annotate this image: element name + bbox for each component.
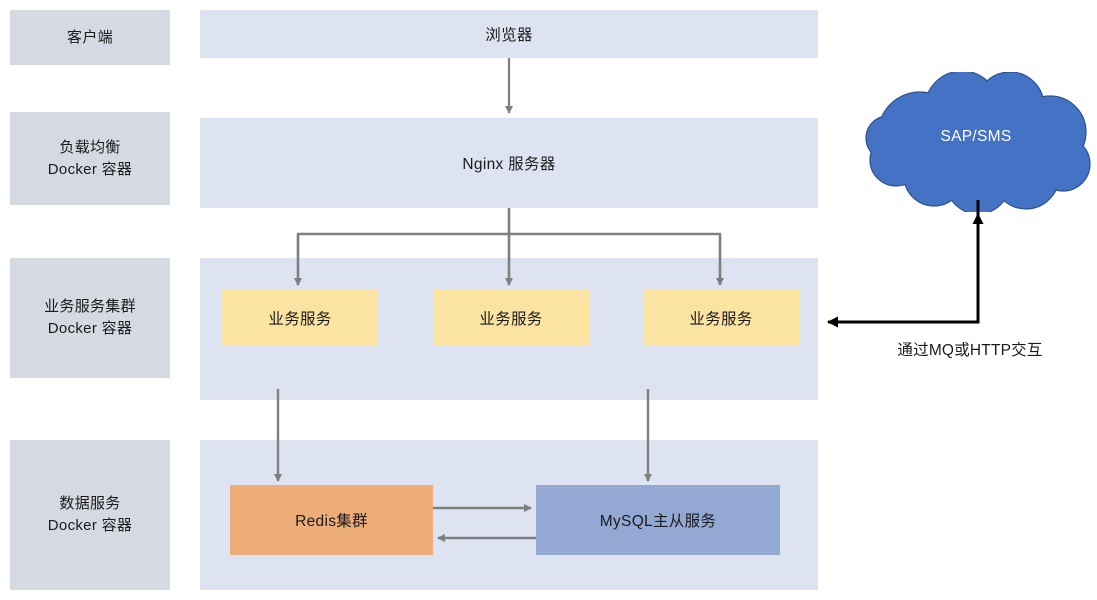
node-mysql-master-slave-label: MySQL主从服务 bbox=[599, 513, 717, 530]
integration-label: 通过MQ或HTTP交互 bbox=[897, 342, 1043, 359]
node-business-service-2-label: 业务服务 bbox=[479, 311, 543, 328]
cloud-shape-sap-sms[interactable] bbox=[858, 70, 1094, 215]
node-mysql-master-slave[interactable]: MySQL主从服务 bbox=[536, 485, 780, 555]
cloud-icon bbox=[865, 70, 1091, 215]
stage-label-data-services-text: 数据服务 Docker 容器 bbox=[47, 495, 133, 534]
stage-label-business-services: 业务服务集群 Docker 容器 bbox=[10, 258, 170, 378]
node-redis-cluster[interactable]: Redis集群 bbox=[230, 485, 433, 555]
node-business-service-1-label: 业务服务 bbox=[268, 311, 332, 328]
cloud-label-sap-sms: SAP/SMS bbox=[940, 128, 1012, 145]
arrow-cloud-to-service-3 bbox=[827, 200, 980, 328]
stage-label-business-services-text: 业务服务集群 Docker 容器 bbox=[44, 298, 136, 337]
stage-label-load-balancer: 负载均衡 Docker 容器 bbox=[10, 112, 170, 205]
stage-label-load-balancer-text: 负载均衡 Docker 容器 bbox=[47, 138, 133, 178]
band-client-title: 浏览器 bbox=[485, 27, 533, 44]
stage-label-client-text: 客户端 bbox=[67, 28, 113, 46]
node-business-service-3[interactable]: 业务服务 bbox=[643, 290, 799, 346]
stage-label-data-services: 数据服务 Docker 容器 bbox=[10, 440, 170, 590]
node-business-service-3-label: 业务服务 bbox=[689, 311, 753, 328]
node-redis-cluster-label: Redis集群 bbox=[295, 513, 368, 530]
band-load-balancer-title: Nginx 服务器 bbox=[462, 156, 556, 173]
node-business-service-2[interactable]: 业务服务 bbox=[433, 290, 589, 346]
node-business-service-1[interactable]: 业务服务 bbox=[222, 290, 378, 346]
band-load-balancer: Nginx 服务器 bbox=[200, 118, 818, 208]
band-client: 浏览器 bbox=[200, 10, 818, 58]
stage-label-client: 客户端 bbox=[10, 10, 170, 65]
